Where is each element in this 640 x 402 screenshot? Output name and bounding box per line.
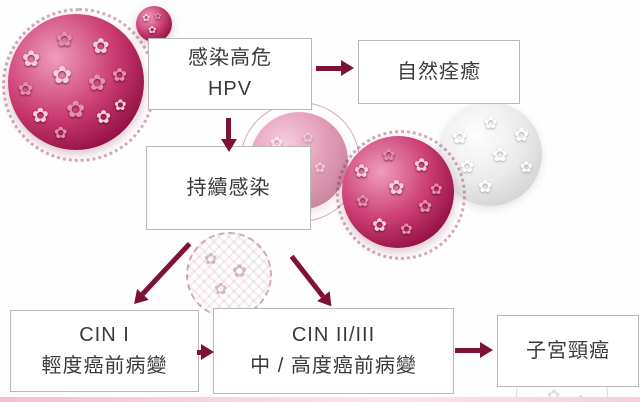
virus-capsomere-icon: ✿ xyxy=(430,181,443,198)
virus-capsomere-icon: ✿ xyxy=(460,157,475,176)
virus-capsomere-icon: ✿ xyxy=(478,177,493,196)
box-infect-line1: 感染高危 xyxy=(188,47,272,69)
hpv-virus-sketch-icon: ✿ ✿ ✿ xyxy=(186,232,272,318)
virus-capsomere-icon: ✿ xyxy=(148,25,157,36)
virus-capsomere-icon: ✿ xyxy=(18,79,34,99)
virus-capsomere-icon: ✿ xyxy=(484,115,498,132)
arrow-persist-to-cin23 xyxy=(286,251,338,312)
arrow-cin23-to-cancer xyxy=(455,342,493,358)
arrow-cin1-to-cin23 xyxy=(197,344,214,360)
virus-capsomere-icon: ✿ xyxy=(214,281,228,298)
virus-capsomere-icon: ✿ xyxy=(66,96,86,122)
virus-capsomere-icon: ✿ xyxy=(142,13,151,24)
virus-capsomere-icon: ✿ xyxy=(514,125,530,145)
virus-capsomere-icon: ✿ xyxy=(354,161,370,181)
virus-capsomere-icon: ✿ xyxy=(492,145,508,166)
box-cin23-line1: CIN II/III xyxy=(291,324,376,346)
virus-spikes-icon xyxy=(336,130,466,260)
virus-capsomere-icon: ✿ xyxy=(232,261,248,281)
box-cancer-label: 子宮頸癌 xyxy=(526,339,610,362)
virus-capsomere-icon: ✿ xyxy=(22,46,41,71)
virus-capsomere-icon: ✿ xyxy=(88,70,107,95)
box-persistent-infection: 持續感染 xyxy=(146,146,311,230)
virus-capsomere-icon: ✿ xyxy=(204,251,218,268)
box-cin1: CIN I 輕度癌前病變 xyxy=(10,310,199,392)
virus-capsomere-icon: ✿ xyxy=(92,35,110,58)
box-cin1-line2: 輕度癌前病變 xyxy=(41,355,168,377)
virus-capsomere-icon: ✿ xyxy=(54,125,68,142)
box-natural-healing: 自然痊癒 xyxy=(358,40,520,104)
virus-capsomere-icon: ✿ xyxy=(356,193,370,210)
box-cervical-cancer: 子宮頸癌 xyxy=(497,315,639,387)
arrow-infect-to-heal xyxy=(316,60,354,76)
box-persist-label: 持續感染 xyxy=(186,176,271,199)
box-heal-label: 自然痊癒 xyxy=(397,60,481,83)
hpv-virus-gray-icon: ✿ ✿ ✿ ✿ ✿ ✿ ✿ xyxy=(438,102,542,206)
virus-capsomere-icon: ✿ xyxy=(382,147,396,164)
virus-capsomere-icon: ✿ xyxy=(154,11,162,21)
virus-capsomere-icon: ✿ xyxy=(314,159,326,175)
bottom-accent-strip xyxy=(0,397,640,402)
virus-capsomere-icon: ✿ xyxy=(372,215,388,235)
virus-capsomere-icon: ✿ xyxy=(96,107,112,127)
box-cin23-line2: 中 / 高度癌前病變 xyxy=(250,355,417,377)
virus-capsomere-icon: ✿ xyxy=(32,105,49,127)
virus-capsomere-icon: ✿ xyxy=(452,127,468,147)
virus-capsomere-icon: ✿ xyxy=(52,62,73,89)
virus-capsomere-icon: ✿ xyxy=(388,177,405,199)
virus-capsomere-icon: ✿ xyxy=(520,159,533,176)
box-infect-line2: HPV xyxy=(207,78,253,100)
virus-capsomere-icon: ✿ xyxy=(414,155,430,175)
virus-capsomere-icon: ✿ xyxy=(400,221,413,238)
virus-capsomere-icon: ✿ xyxy=(302,129,314,145)
hpv-virus-large-icon: ✿ ✿ ✿ ✿ ✿ ✿ ✿ ✿ ✿ ✿ ✿ ✿ xyxy=(8,14,144,150)
box-cin2-3: CIN II/III 中 / 高度癌前病變 xyxy=(213,308,454,394)
arrow-infect-to-persist xyxy=(221,118,237,152)
virus-capsomere-icon: ✿ xyxy=(114,97,127,114)
virus-capsomere-icon: ✿ xyxy=(56,29,73,51)
box-cin1-line1: CIN I xyxy=(79,324,130,346)
hpv-virus-small-icon: ✿ ✿ ✿ xyxy=(136,6,172,42)
virus-capsomere-icon: ✿ xyxy=(112,65,128,85)
hpv-virus-medium-icon: ✿ ✿ ✿ ✿ ✿ ✿ ✿ ✿ ✿ xyxy=(342,136,454,248)
box-infect-hpv: 感染高危 HPV xyxy=(148,38,312,110)
virus-capsomere-icon: ✿ xyxy=(418,197,433,216)
